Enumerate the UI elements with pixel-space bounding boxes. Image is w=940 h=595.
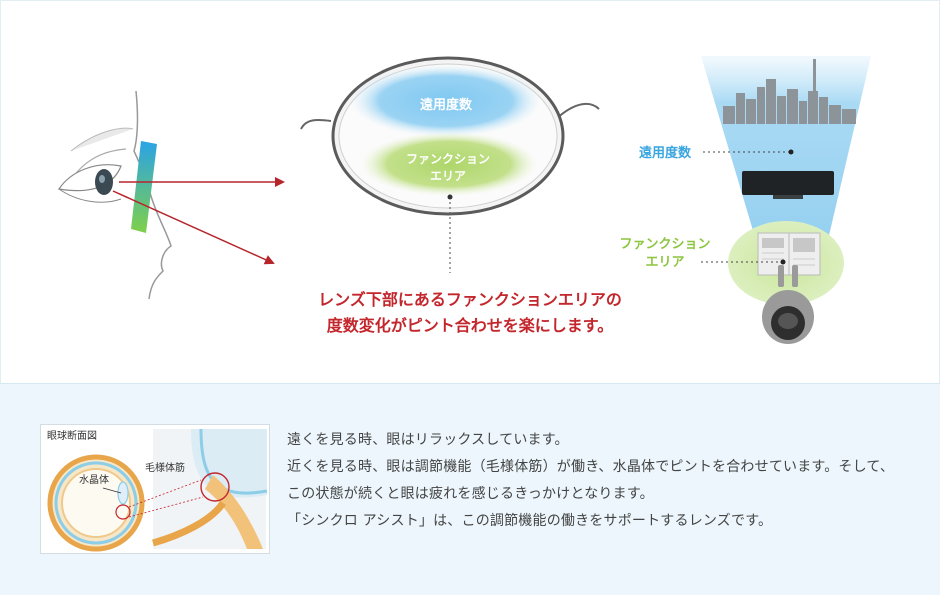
eyeball-cross-section-icon	[47, 454, 145, 552]
monitor-icon	[742, 171, 834, 195]
sight-line-arrows	[112, 177, 285, 265]
right-function-label-line1: ファンクション	[619, 237, 710, 252]
caption-line1: レンズ下部にあるファンクションエリアの	[318, 290, 622, 309]
lens-far-label: 遠用度数	[420, 97, 473, 113]
illustration-svg: 遠用度数 ファンクション エリア 遠用度数 ファンクション エリア	[57, 56, 871, 344]
explanation-text: 遠くを見る時、眼はリラックスしています。 近くを見る時、眼は調節機能（毛様体筋）…	[287, 427, 897, 535]
caption-line2: 度数変化がピント合わせを楽にします。	[326, 316, 614, 335]
newspaper-icon	[757, 232, 821, 276]
explanation-paragraph-1: 遠くを見る時、眼はリラックスしています。	[287, 432, 569, 448]
explanation-paragraph-2: 近くを見る時、眼は調節機能（毛様体筋）が働き、水晶体でピントを合わせています。そ…	[287, 459, 895, 502]
viewing-distance-illustration	[701, 56, 871, 344]
eyeball-diagram: 眼球断面図 水晶体 毛様体筋	[40, 424, 270, 554]
lens-part-label: 水晶体	[79, 474, 109, 486]
face-profile-illustration	[57, 90, 172, 300]
right-function-label-line2: エリア	[645, 255, 684, 270]
lens-illustration	[300, 56, 600, 273]
illustration-panel: 遠用度数 ファンクション エリア 遠用度数 ファンクション エリア レンズ下部に…	[0, 0, 940, 383]
right-far-label: 遠用度数	[639, 145, 692, 161]
explanation-paragraph-3: 「シンクロ アシスト」は、この調節機能の働きをサポートするレンズです。	[287, 513, 773, 529]
lens-function-label-line2: エリア	[430, 169, 466, 183]
person-topview-icon	[762, 265, 814, 344]
ciliary-muscle-label: 毛様体筋	[145, 461, 185, 474]
city-skyline-icon	[723, 59, 856, 124]
eyeball-diagram-svg: 眼球断面図 水晶体 毛様体筋	[47, 428, 268, 552]
lens-function-label-line1: ファンクション	[406, 152, 490, 166]
ciliary-muscle-detail-icon	[152, 428, 268, 549]
eyeball-diagram-title: 眼球断面図	[47, 429, 97, 442]
